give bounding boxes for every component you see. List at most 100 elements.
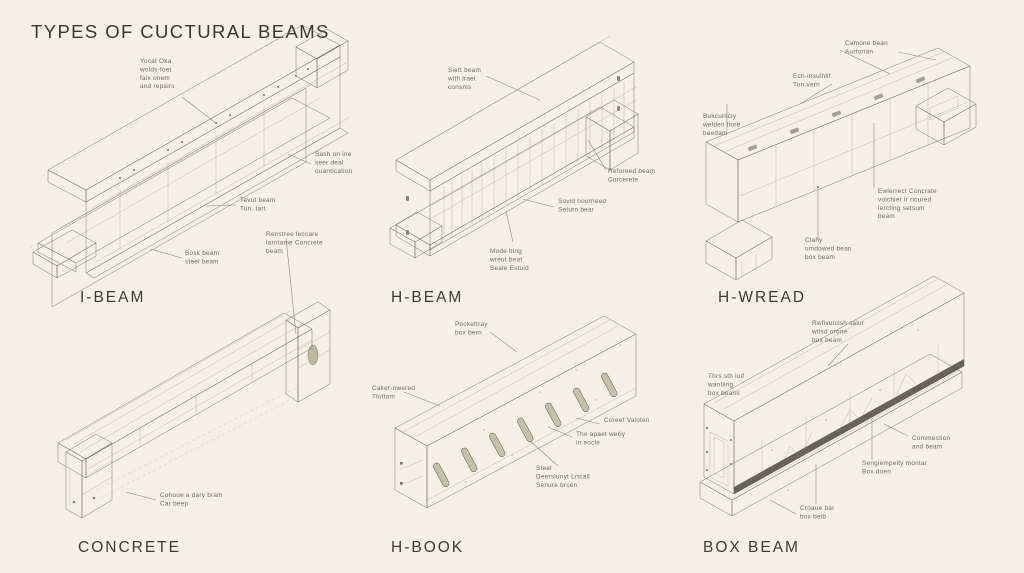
annotation-line: Bukcurlicly xyxy=(703,113,737,120)
annotation-line: Commestion xyxy=(912,435,951,442)
annotation-line: volchier ir ricured xyxy=(878,196,932,203)
annotation-line: consms xyxy=(448,84,472,91)
annotation-b-a3: Coreef Valoten xyxy=(604,417,650,424)
annotation-line: steel beam xyxy=(185,258,219,265)
box-beam-shadow-groove xyxy=(734,359,964,494)
annotation-line: beam xyxy=(266,248,283,255)
h-beam-support-left xyxy=(389,211,443,259)
figure-h-book: H-BOOK xyxy=(391,315,637,556)
annotation-line: box bern xyxy=(455,329,482,336)
annotation-line: Seturn bear xyxy=(558,206,595,213)
annotation-line: wolds-foet xyxy=(139,66,172,73)
annotation-line: Yocat Oka xyxy=(140,58,172,65)
annotation-line: umdowed bean xyxy=(805,245,852,252)
annotation-line: Tluttam xyxy=(372,393,395,400)
annotation-line: Pockettray xyxy=(455,321,488,328)
annotation-line: Steel xyxy=(536,465,552,472)
annotation-line: Tun.vern xyxy=(793,81,820,88)
annotation-line: faix onem xyxy=(140,75,170,82)
h-wread-support xyxy=(705,219,773,281)
annotation-line: Sash on ine xyxy=(315,151,352,158)
annotation-line: Corcerete xyxy=(608,176,639,183)
concrete-column-right xyxy=(285,301,331,403)
figure-caption-h-book: H-BOOK xyxy=(391,539,464,556)
annotation-line: beam xyxy=(878,213,895,220)
annotation-line: Tevut beam xyxy=(240,197,276,204)
annotation-line: ouantication xyxy=(315,168,353,175)
annotation-line: Mode bing xyxy=(490,248,522,255)
figure-caption-concrete: CONCRETE xyxy=(78,539,181,556)
figure-i-beam: I-BEAM xyxy=(29,24,351,308)
box-beam-end-hollow xyxy=(709,431,729,487)
annotation-line: Bosk beam xyxy=(185,250,219,257)
h-wread-panel-joints xyxy=(775,83,929,206)
h-book-face xyxy=(426,333,637,509)
figure-caption-box-beam: BOX BEAM xyxy=(703,539,800,556)
figure-caption-h-beam: H-BEAM xyxy=(391,289,463,306)
annotation-line: and beam xyxy=(912,443,942,450)
h-wread-face xyxy=(737,65,971,223)
annotation-line: larntame Concrete xyxy=(266,239,323,246)
annotation-line: in eocle xyxy=(576,439,600,446)
figure-h-wread: H-WREAD xyxy=(705,47,977,306)
annotation-line: box beam xyxy=(812,337,842,344)
annotation-line: Sovid hourneed xyxy=(558,198,606,205)
annotation-line: Siett beam xyxy=(448,67,481,74)
annotation-line: Reforeed beam xyxy=(608,168,655,175)
annotation-line: Tun. tart xyxy=(240,205,266,212)
h-beam-dowels xyxy=(406,76,620,235)
annotation-line: Senure brcen xyxy=(536,482,578,489)
annotation-line: Coreef Valoten xyxy=(604,417,650,424)
annotation-line: The apaet weriy xyxy=(576,431,626,438)
page-title: TYPES OF CUCTURAL BEAMS xyxy=(31,21,330,42)
annotation-line: Croaue bar xyxy=(800,505,835,512)
annotation-line: wreut beat xyxy=(489,256,522,263)
h-wread-tabs xyxy=(747,76,926,152)
annotation-line: and repairs xyxy=(140,83,175,90)
h-wread-support-right xyxy=(915,87,977,146)
annotation-line: witsd orone xyxy=(811,328,848,335)
annotation-line: box beib xyxy=(800,513,826,520)
annotation-line: Deerslunyt Lrtcall xyxy=(536,473,590,480)
box-beam-texture xyxy=(761,344,939,478)
concrete-column-left xyxy=(65,433,113,519)
i-beam-support-right xyxy=(295,28,349,89)
annotation-line: baedam xyxy=(703,130,728,137)
annotation-line: Rwfivutclsh salur xyxy=(812,320,865,327)
concrete-joints xyxy=(139,364,253,447)
concrete-beam-face xyxy=(85,328,313,479)
annotation-line: Sengiempelty montar xyxy=(862,460,928,467)
annotation-line: Camone bean xyxy=(845,40,888,47)
annotation-line: Seale Estoid xyxy=(490,265,529,272)
i-beam-stiffeners xyxy=(119,107,265,250)
h-beam-grain xyxy=(443,82,625,240)
h-book-slots xyxy=(433,372,618,487)
annotation-line: Cohoue a dary bram xyxy=(160,492,223,499)
annotation-line: Box doen xyxy=(862,468,891,475)
annotation-line: Aurtorian xyxy=(845,48,873,55)
figure-h-beam: H-BEAM xyxy=(389,35,639,306)
figure-concrete: CONCRETE xyxy=(57,237,331,556)
annotation-line: wantiing xyxy=(707,381,734,388)
figure-box-beam: BOX BEAM xyxy=(699,275,965,556)
